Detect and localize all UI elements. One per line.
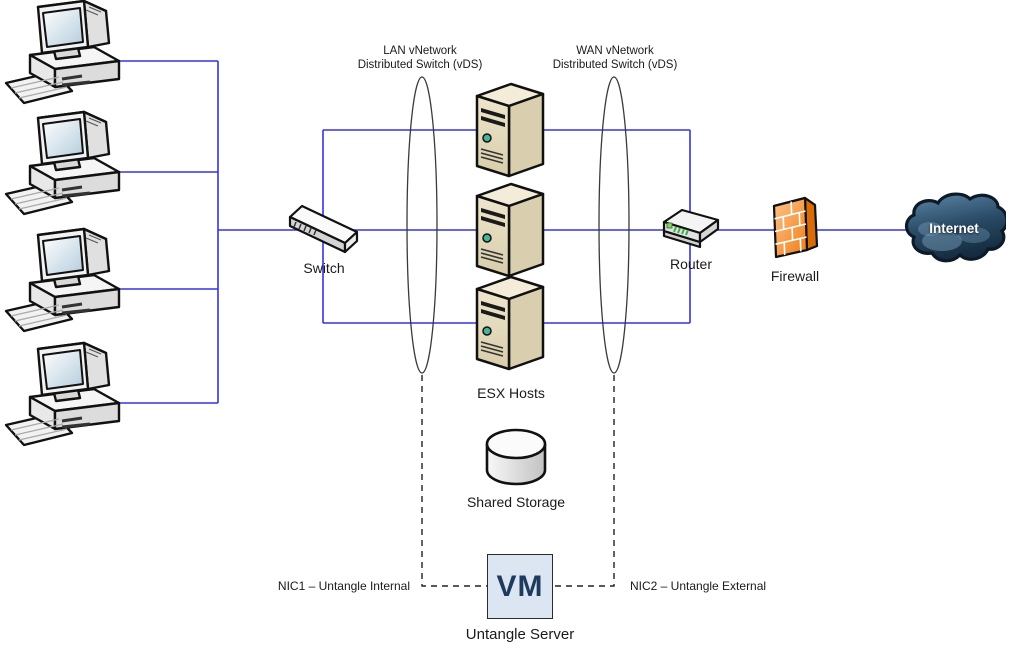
nic1-label: NIC1 – Untangle Internal xyxy=(277,579,410,593)
lan-vds-label: LAN vNetwork Distributed Switch (vDS) xyxy=(320,44,520,72)
wan-vds-label-line1: WAN vNetwork xyxy=(576,45,654,57)
firewall-icon xyxy=(772,196,819,259)
switch-label: Switch xyxy=(303,260,345,276)
workstation-icon-2 xyxy=(4,110,121,216)
wan-vds-label: WAN vNetwork Distributed Switch (vDS) xyxy=(515,44,715,72)
nic2-label: NIC2 – Untangle External xyxy=(630,579,767,593)
vm-box: VM xyxy=(487,554,553,619)
esx-host-icon-3 xyxy=(475,275,545,371)
nic1-connector xyxy=(421,375,487,587)
lan-vds-label-line2: Distributed Switch (vDS) xyxy=(357,59,483,71)
esx-hosts-label: ESX Hosts xyxy=(477,385,545,401)
esx-host-icon-1 xyxy=(475,82,545,178)
nic2-connector xyxy=(553,375,615,587)
wan-vds-label-line2: Distributed Switch (vDS) xyxy=(552,59,678,71)
firewall-label: Firewall xyxy=(770,268,820,284)
internet-label: Internet xyxy=(929,221,979,236)
router-icon xyxy=(662,208,720,249)
untangle-server-label: Untangle Server xyxy=(465,626,575,643)
esx-host-icon-2 xyxy=(475,182,545,278)
shared-storage-icon xyxy=(485,428,547,486)
workstation-icon-1 xyxy=(4,0,121,105)
workstation-icon-3 xyxy=(4,227,121,333)
router-label: Router xyxy=(669,256,713,272)
lan-vds-label-line1: LAN vNetwork xyxy=(383,45,457,57)
vm-box-label: VM xyxy=(496,569,544,603)
shared-storage-label: Shared Storage xyxy=(466,494,566,510)
lan-vds-ellipse xyxy=(406,76,438,374)
workstation-icon-4 xyxy=(4,341,121,447)
wan-vds-ellipse xyxy=(598,76,630,374)
vm-nic-connectors xyxy=(421,375,615,587)
